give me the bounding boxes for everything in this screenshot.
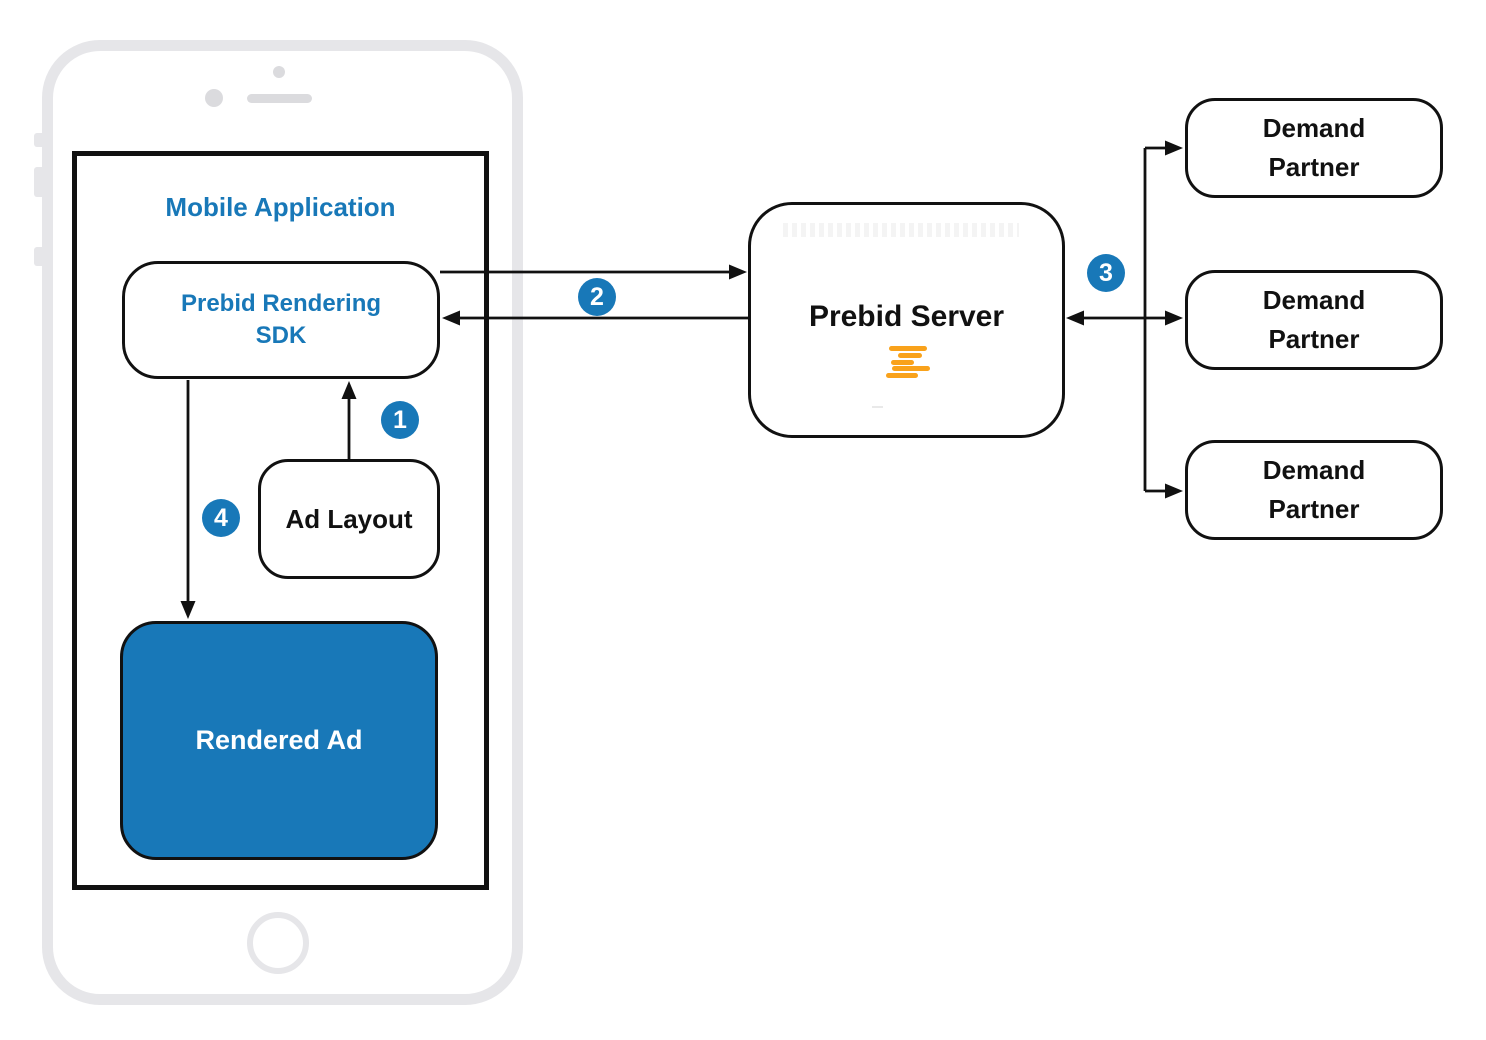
mobile-application-title: Mobile Application	[165, 192, 396, 222]
demand-partner-3-label: Demand Partner	[1262, 455, 1366, 524]
server-faint-dash	[872, 406, 883, 408]
step-badge-2-number: 2	[590, 282, 604, 311]
node-demand-partner-1: Demand Partner	[1185, 98, 1443, 198]
prebid-lines-icon	[884, 346, 932, 380]
arrowhead-into-demand-3	[1165, 483, 1183, 499]
step-badge-1-number: 1	[393, 405, 407, 434]
phone-front-camera-icon	[205, 89, 223, 107]
ad-layout-label: Ad Layout	[285, 503, 413, 534]
arrowhead-server-to-sdk	[442, 310, 460, 326]
demand-partner-1-label: Demand Partner	[1262, 113, 1366, 182]
phone-camera-dot-icon	[273, 66, 285, 78]
demand-partner-2-label: Demand Partner	[1262, 285, 1366, 354]
prebid-icon-bar	[886, 373, 918, 378]
node-prebid-server	[748, 202, 1065, 438]
prebid-server-label: Prebid Server	[808, 300, 1005, 333]
step-badge-3-number: 3	[1099, 258, 1113, 287]
arrowhead-into-server	[1066, 310, 1084, 326]
prebid-icon-bar	[891, 360, 914, 365]
step-badge-4-number: 4	[214, 503, 228, 532]
step-badge-2: 2	[578, 278, 616, 316]
prebid-rendering-sdk-label: Prebid Rendering SDK	[180, 289, 382, 349]
arrowhead-into-demand-1	[1165, 140, 1183, 156]
node-demand-partner-3: Demand Partner	[1185, 440, 1443, 540]
arrowhead-adlayout-to-sdk	[341, 381, 357, 399]
arrowhead-sdk-to-rendered-ad	[180, 601, 196, 619]
node-demand-partner-2: Demand Partner	[1185, 270, 1443, 370]
prebid-icon-bar	[898, 353, 922, 358]
node-prebid-rendering-sdk: Prebid Rendering SDK	[122, 261, 440, 379]
phone-volume-up-button	[34, 167, 43, 197]
phone-home-button	[247, 912, 309, 974]
arrowhead-into-demand-2	[1165, 310, 1183, 326]
prebid-icon-bar	[892, 366, 930, 371]
node-ad-layout: Ad Layout	[258, 459, 440, 579]
rendered-ad-label: Rendered Ad	[195, 725, 363, 755]
node-rendered-ad: Rendered Ad	[120, 621, 438, 860]
phone-mute-switch	[34, 133, 43, 147]
phone-volume-down-button	[34, 247, 43, 266]
step-badge-4: 4	[202, 499, 240, 537]
arrowhead-sdk-to-server	[729, 264, 747, 280]
step-badge-3: 3	[1087, 254, 1125, 292]
step-badge-1: 1	[381, 401, 419, 439]
phone-speaker-icon	[247, 94, 312, 103]
server-faint-watermark	[783, 223, 1019, 237]
prebid-icon-bar	[889, 346, 927, 351]
